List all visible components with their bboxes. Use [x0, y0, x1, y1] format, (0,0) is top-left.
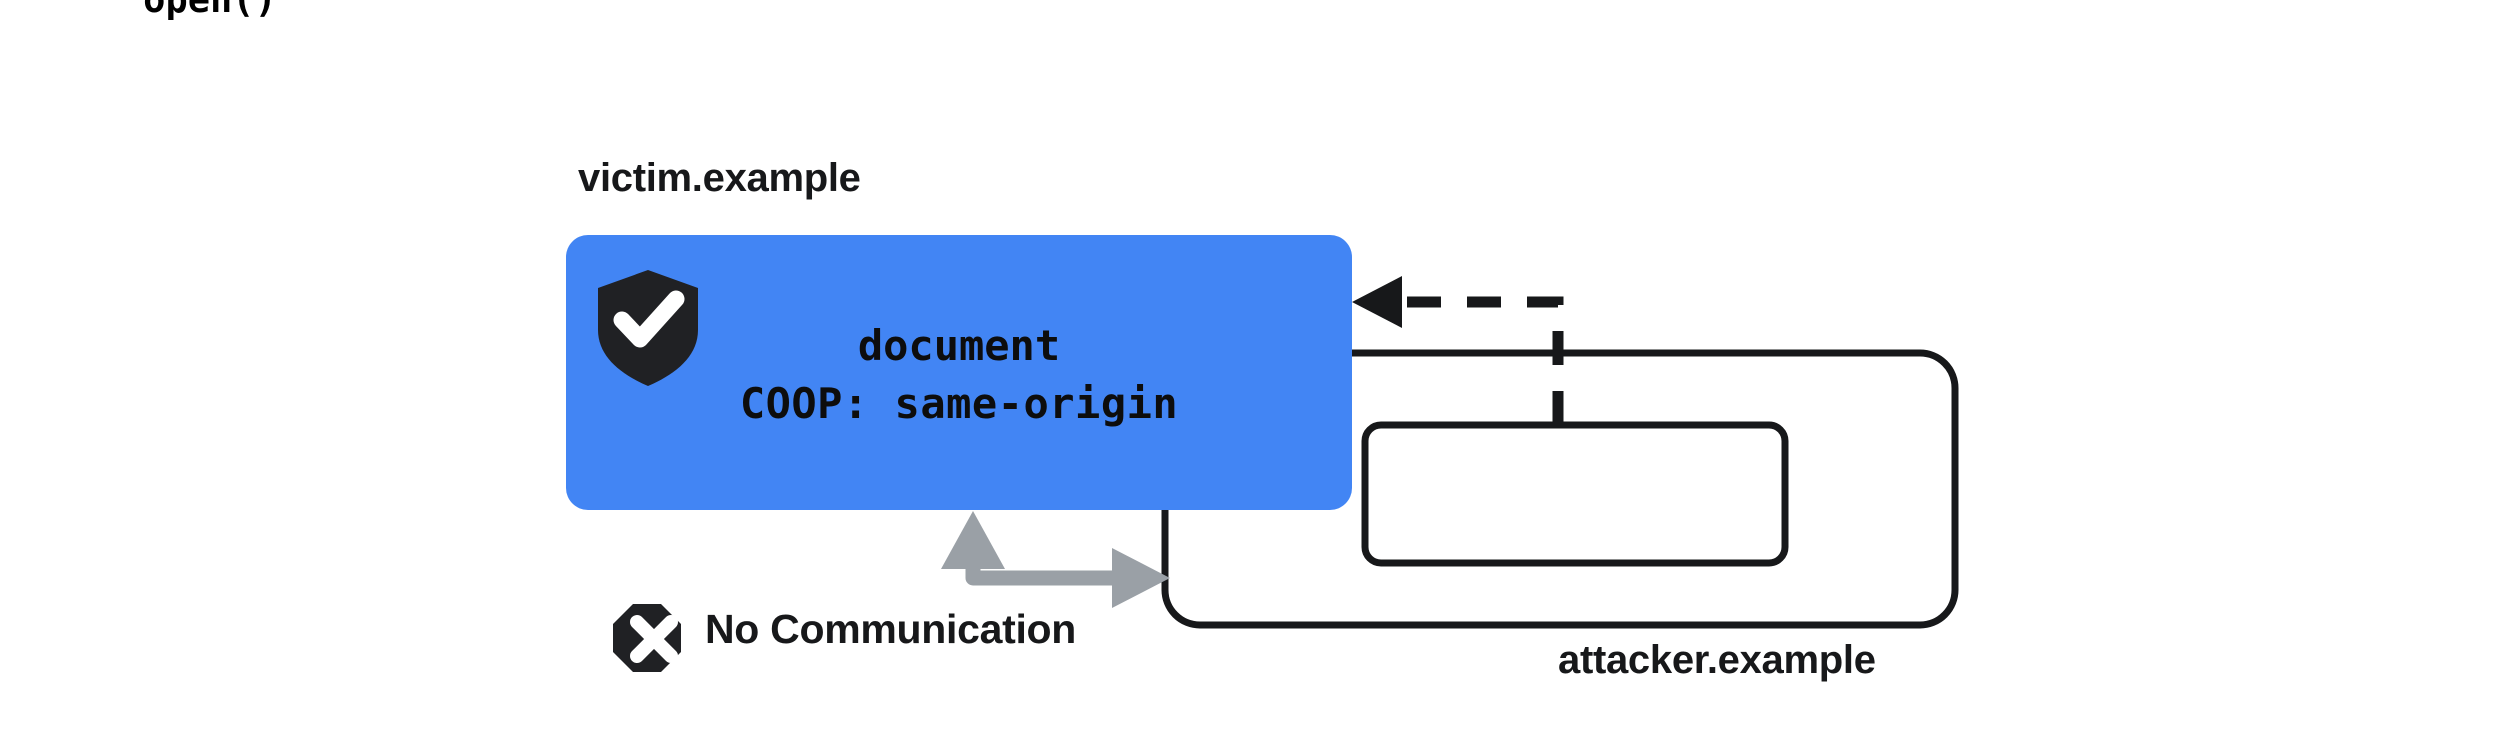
- no-communication-arrow: [941, 511, 1170, 608]
- shield-check-icon: [598, 270, 698, 386]
- victim-coop-header-text: COOP: same-origin: [739, 379, 1179, 428]
- victim-document-text: document: [857, 321, 1061, 370]
- open-call-label: open(): [0, 0, 420, 22]
- no-communication-label: No Communication: [705, 606, 1077, 652]
- victim-origin-label: victim.example: [578, 156, 861, 200]
- octagon-x-icon: [613, 604, 681, 672]
- dashed-open-arrow: [1352, 276, 1564, 425]
- attacker-origin-label: attacker.example: [1558, 638, 1876, 682]
- open-call-box: [1361, 421, 1789, 567]
- victim-document-box: [566, 235, 1352, 510]
